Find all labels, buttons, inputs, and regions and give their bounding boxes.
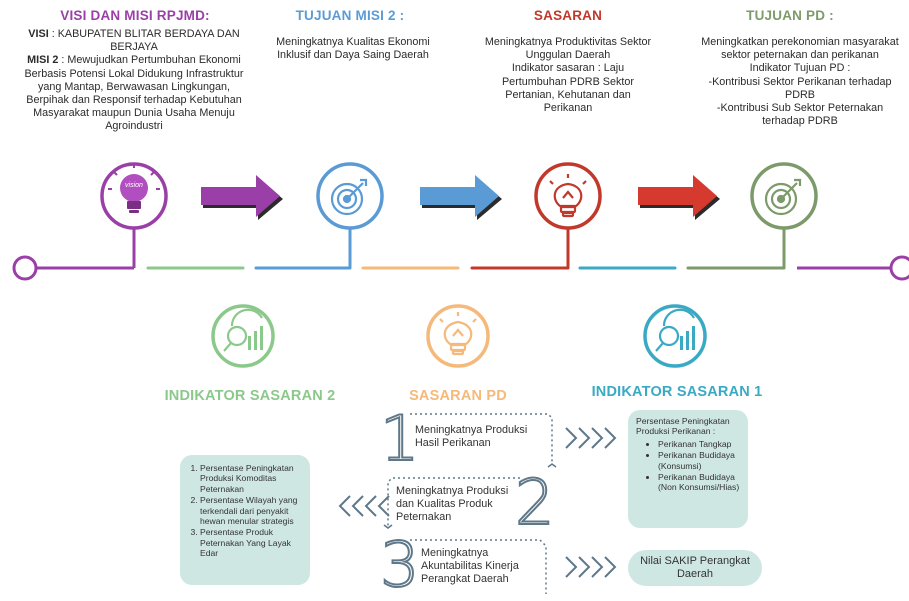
item-3-text: Meningkatnya Akuntabilitas Kinerja Peran… <box>421 547 519 585</box>
indikator2-ring <box>211 304 275 368</box>
item-2-text: Meningkatnya Produksi dan Kualitas Produ… <box>396 485 509 523</box>
visi-misi-title: VISI DAN MISI RPJMD: <box>60 8 210 23</box>
timeline-start-node <box>12 255 38 281</box>
visi-misi-block: VISI : KABUPATEN BLITAR BERDAYA DAN BERJ… <box>18 28 250 134</box>
sakip-bubble: Nilai SAKIP Perangkat Daerah <box>628 550 762 586</box>
magnifier-chart-icon-teal <box>655 308 695 352</box>
vision-word: vision <box>125 182 143 189</box>
magnifier-chart-icon-green <box>223 308 263 352</box>
arrow-red <box>638 175 720 220</box>
arrow-blue <box>420 175 502 220</box>
chevrons-left-2 <box>338 495 390 517</box>
item-number-1: 1 <box>379 402 420 475</box>
lightbulb-vision-icon <box>108 164 160 213</box>
target-icon-blue <box>330 178 368 216</box>
tujuan-misi-title: TUJUAN MISI 2 : <box>295 8 405 23</box>
sasaran-ring <box>534 162 602 230</box>
indikator1-ring <box>643 304 707 368</box>
sasaran-title: SASARAN <box>533 8 603 23</box>
lightbulb-icon-red <box>549 174 587 218</box>
indikator-sasaran-1-bubble: Persentase Peningkatan Produksi Perikana… <box>628 410 748 528</box>
bubble-right-item-3: Perikanan Budidaya (Non Konsumsi/Hias) <box>658 472 740 493</box>
bubble-right-intro: Persentase Peningkatan Produksi Perikana… <box>636 416 730 437</box>
chevrons-right-3 <box>565 556 617 578</box>
timeline-end-node <box>889 255 909 281</box>
visi-text: : KABUPATEN BLITAR BERDAYA DAN BERJAYA <box>48 28 240 54</box>
lightbulb-icon-orange <box>439 312 477 356</box>
dotted-connectors <box>383 413 557 594</box>
sasaran-text: Meningkatnya Produktivitas Sektor Unggul… <box>484 36 652 115</box>
bubble-right-item-1: Perikanan Tangkap <box>658 439 740 449</box>
visi-label: VISI <box>28 28 49 40</box>
bubble-left-item-3: Persentase Produk Peternakan Yang Layak … <box>200 527 304 558</box>
item-number-2: 2 <box>514 466 555 539</box>
item-1-text: Meningkatnya Produksi Hasil Perikanan <box>415 424 528 449</box>
tujuan-misi-text: Meningkatnya Kualitas Ekonomi Inklusif d… <box>276 36 430 62</box>
misi-label: MISI 2 <box>27 54 59 67</box>
target-icon-green <box>764 178 802 216</box>
bubble-right-item-2: Perikanan Budidaya (Konsumsi) <box>658 450 740 471</box>
tujuan-pd-text: Meningkatkan perekonomian masyarakat sek… <box>701 36 899 128</box>
tujuan-pd-title: TUJUAN PD : <box>746 8 834 23</box>
item-number-3: 3 <box>379 528 420 601</box>
indikator-sasaran-2-bubble: Persentase Peningkatan Produksi Komodita… <box>180 455 310 585</box>
misi-text: : Mewujudkan Pertumbuhan Ekonomi Berbasi… <box>24 54 244 133</box>
chevrons-right-1 <box>565 427 617 449</box>
indikator-sasaran-2-title: INDIKATOR SASARAN 2 <box>164 388 336 404</box>
indikator-sasaran-1-title: INDIKATOR SASARAN 1 <box>591 384 763 400</box>
arrow-purple <box>201 175 283 220</box>
bubble-left-item-2: Persentase Wilayah yang terkendali dari … <box>200 495 304 526</box>
sasaran-pd-title: SASARAN PD <box>409 388 507 404</box>
bubble-left-item-1: Persentase Peningkatan Produksi Komodita… <box>200 463 304 494</box>
